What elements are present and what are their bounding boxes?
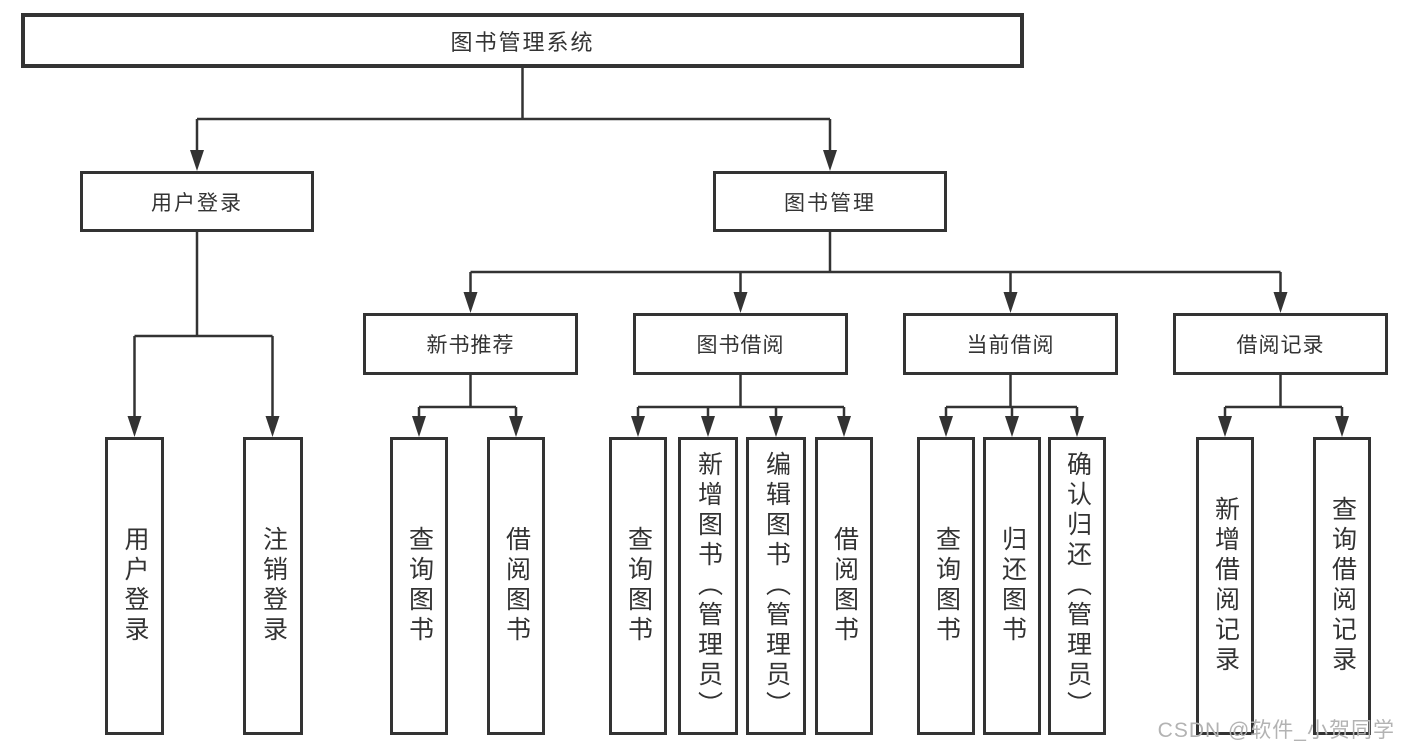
node-new-book-recommend: 新书推荐 <box>363 313 578 375</box>
node-book-management: 图书管理 <box>713 171 947 232</box>
arrow-down-icon <box>1070 416 1084 437</box>
leaf-query-borrow-record: 查询借阅记录 <box>1313 437 1371 735</box>
leaf-return-books-label: 归还图书 <box>998 526 1027 646</box>
node-current-borrowing: 当前借阅 <box>903 313 1118 375</box>
node-book-borrowing: 图书借阅 <box>633 313 848 375</box>
arrow-down-icon <box>769 416 783 437</box>
connector-new-book-recommend-branch <box>412 375 523 437</box>
leaf-borrow-books-label: 借阅图书 <box>830 526 859 646</box>
leaf-confirm-return-admin: 确认归还（管理员） <box>1048 437 1106 735</box>
leaf-borrow-books-recommend-label: 借阅图书 <box>502 526 531 646</box>
arrow-down-icon <box>127 416 142 437</box>
connector-current-borrowing-branch <box>939 375 1084 437</box>
leaf-add-book-admin-label: 新增图书（管理员） <box>694 451 723 721</box>
leaf-user-login: 用户登录 <box>105 437 164 735</box>
leaf-borrow-books: 借阅图书 <box>815 437 873 735</box>
node-borrowing-records-label: 借阅记录 <box>1236 334 1325 357</box>
node-user-login-branch-label: 用户登录 <box>151 191 243 215</box>
node-current-borrowing-label: 当前借阅 <box>966 334 1055 357</box>
arrow-down-icon <box>1005 416 1019 437</box>
arrow-down-icon <box>1335 416 1349 437</box>
leaf-query-borrow-record-label: 查询借阅记录 <box>1328 496 1357 676</box>
leaf-query-books-borrowing: 查询图书 <box>609 437 667 735</box>
leaf-add-borrow-record: 新增借阅记录 <box>1196 437 1254 735</box>
connector-root-to-branches <box>190 68 837 171</box>
leaf-edit-book-admin: 编辑图书（管理员） <box>746 437 806 735</box>
leaf-query-books-current-label: 查询图书 <box>932 526 961 646</box>
leaf-query-books-borrowing-label: 查询图书 <box>624 526 653 646</box>
arrow-down-icon <box>1218 416 1232 437</box>
arrow-down-icon <box>190 150 204 171</box>
node-book-borrowing-label: 图书借阅 <box>696 334 785 357</box>
node-library-system-label: 图书管理系统 <box>450 29 595 55</box>
leaf-logout: 注销登录 <box>243 437 303 735</box>
leaf-confirm-return-admin-label: 确认归还（管理员） <box>1063 451 1092 721</box>
arrow-down-icon <box>1273 292 1288 313</box>
arrow-down-icon <box>939 416 953 437</box>
watermark-text: CSDN @软件_小贺同学 <box>1157 719 1395 742</box>
leaf-user-login-label: 用户登录 <box>121 526 149 646</box>
leaf-edit-book-admin-label: 编辑图书（管理员） <box>762 451 791 721</box>
leaf-query-books-recommend: 查询图书 <box>390 437 448 735</box>
leaf-return-books: 归还图书 <box>983 437 1041 735</box>
node-user-login-branch: 用户登录 <box>80 171 314 232</box>
node-book-management-label: 图书管理 <box>784 191 876 215</box>
leaf-query-books-recommend-label: 查询图书 <box>405 526 434 646</box>
connector-book-management-branch <box>463 232 1288 313</box>
leaf-logout-label: 注销登录 <box>259 526 288 646</box>
leaf-query-books-current: 查询图书 <box>917 437 975 735</box>
arrow-down-icon <box>463 292 478 313</box>
arrow-down-icon <box>823 150 837 171</box>
leaf-add-borrow-record-label: 新增借阅记录 <box>1211 496 1240 676</box>
connector-user-login-branch <box>127 232 280 437</box>
arrow-down-icon <box>631 416 645 437</box>
node-new-book-recommend-label: 新书推荐 <box>426 334 515 357</box>
arrow-down-icon <box>1003 292 1018 313</box>
arrow-down-icon <box>509 416 523 437</box>
leaf-add-book-admin: 新增图书（管理员） <box>678 437 738 735</box>
arrow-down-icon <box>733 292 748 313</box>
connector-book-borrowing-branch <box>631 375 851 437</box>
node-borrowing-records: 借阅记录 <box>1173 313 1388 375</box>
arrow-down-icon <box>265 416 280 437</box>
arrow-down-icon <box>412 416 426 437</box>
connector-borrowing-records-branch <box>1218 375 1349 437</box>
leaf-borrow-books-recommend: 借阅图书 <box>487 437 545 735</box>
node-library-system: 图书管理系统 <box>21 13 1024 68</box>
arrow-down-icon <box>837 416 851 437</box>
arrow-down-icon <box>701 416 715 437</box>
